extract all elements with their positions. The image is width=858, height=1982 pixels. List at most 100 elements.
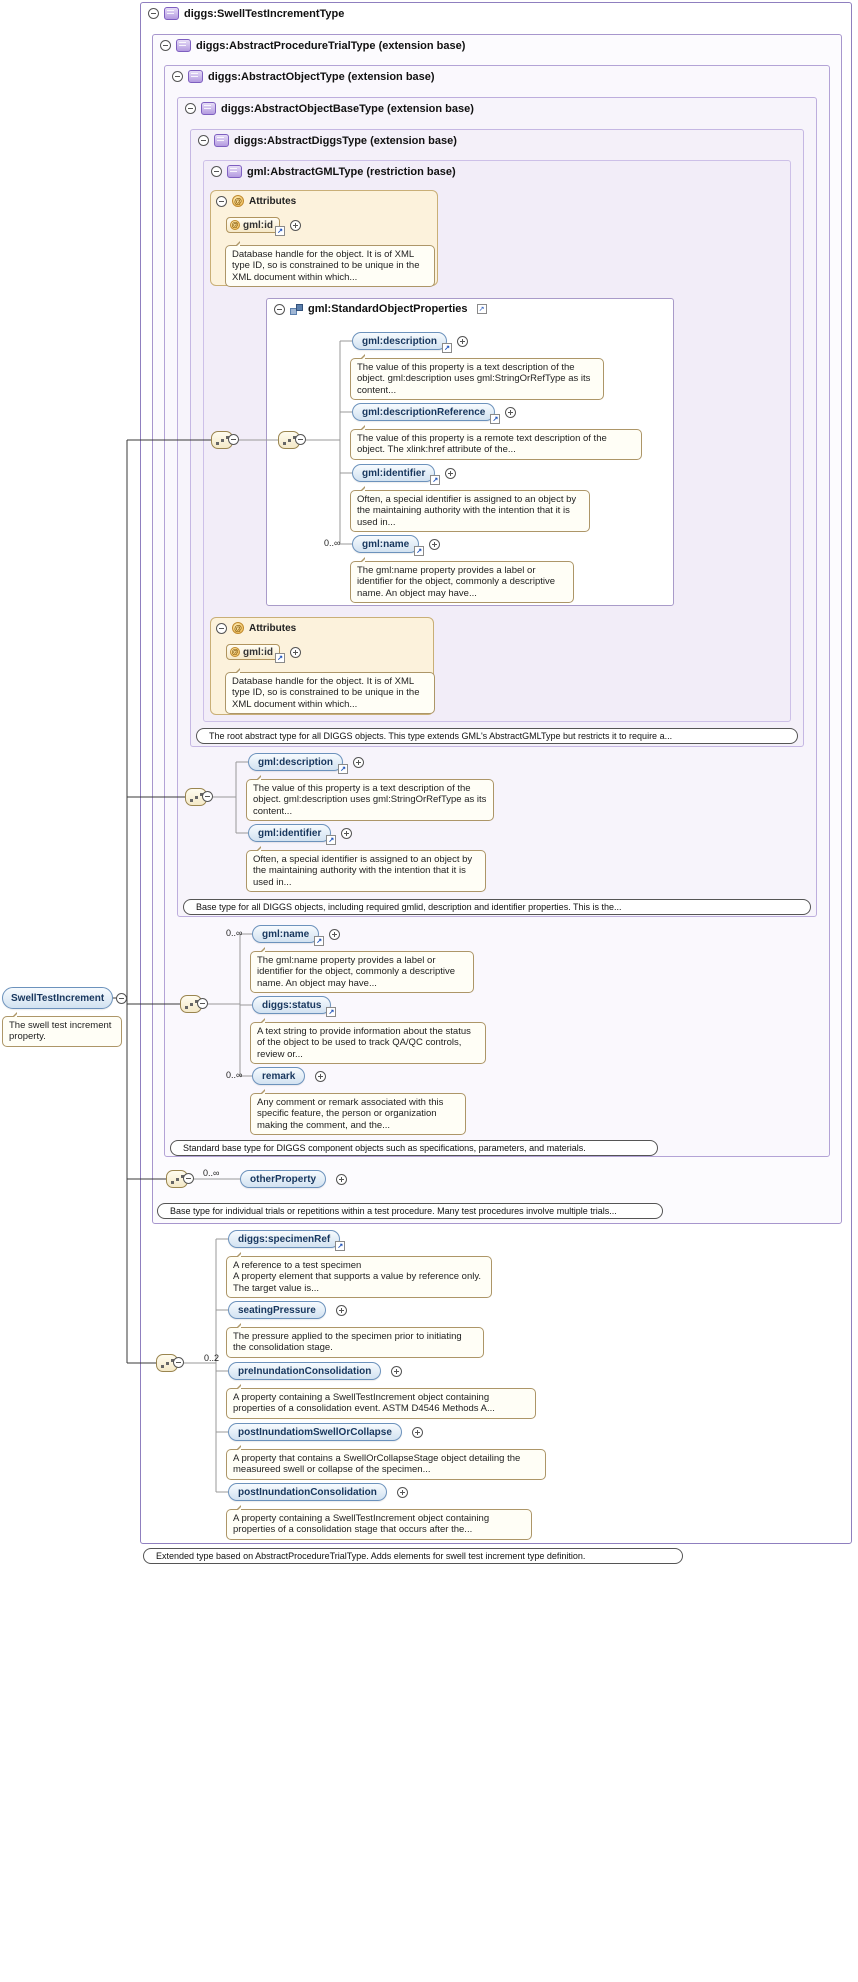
element-row-gml-name: gml:name [352, 535, 441, 556]
attributes-title: Attributes [249, 195, 297, 207]
collapse-icon[interactable] [216, 195, 227, 207]
expand-icon[interactable] [329, 928, 341, 940]
attribute-gml-id[interactable]: gml:id [226, 217, 285, 236]
annotation-abstract-object-type: Standard base type for DIGGS component o… [170, 1140, 658, 1156]
element-label: remark [262, 1070, 296, 1082]
jump-icon[interactable] [430, 475, 441, 485]
element-label: preInundationConsolidation [238, 1365, 372, 1377]
expand-icon[interactable] [391, 1365, 403, 1377]
collapse-icon[interactable] [172, 71, 183, 82]
element-gml-identifier[interactable]: gml:identifier [352, 464, 441, 485]
collapse-icon[interactable] [216, 622, 227, 634]
expand-icon[interactable] [353, 756, 365, 768]
doc-gml-description: The value of this property is a text des… [350, 353, 604, 401]
complextype-icon [188, 70, 203, 83]
jump-icon[interactable] [476, 304, 487, 314]
type-header-abstract-object-base-type: diggs:AbstractObjectBaseType (extension … [178, 98, 481, 119]
element-swell-test-increment[interactable]: SwellTestIncrement [2, 987, 114, 1009]
type-title-gml: gml:AbstractGMLType (restriction base) [247, 165, 456, 178]
expand-icon[interactable] [341, 827, 353, 839]
collapse-icon[interactable] [198, 135, 209, 146]
expand-icon[interactable] [411, 1426, 423, 1438]
doc-diggs-status: A text string to provide information abo… [250, 1017, 486, 1065]
type-title-swell: diggs:SwellTestIncrementType [184, 7, 345, 20]
attribute-gml-id[interactable]: gml:id [226, 644, 285, 663]
group-title-sop: gml:StandardObjectProperties [308, 303, 468, 315]
element-gml-name[interactable]: gml:name [252, 925, 325, 946]
element-post-inundation-consolidation[interactable]: postInundationConsolidation [228, 1483, 387, 1501]
expand-icon[interactable] [290, 219, 301, 231]
at-icon [232, 195, 244, 207]
element-gml-identifier[interactable]: gml:identifier [248, 824, 337, 845]
element-label: seatingPressure [238, 1304, 316, 1316]
expand-icon[interactable] [315, 1070, 327, 1082]
doc-gml-name: The gml:name property provides a label o… [350, 556, 574, 604]
collapse-icon[interactable] [160, 40, 171, 51]
doc-diggs-specimen-ref: A reference to a test specimen A propert… [226, 1251, 492, 1299]
element-row-diggs-status: diggs:status [252, 996, 337, 1017]
jump-icon[interactable] [335, 1241, 346, 1251]
collapse-icon[interactable] [173, 1357, 184, 1368]
element-gml-description[interactable]: gml:description [352, 332, 453, 353]
element-post-inundatiom-swell-or-collapse[interactable]: postInundatiomSwellOrCollapse [228, 1423, 402, 1441]
jump-icon[interactable] [275, 226, 285, 236]
collapse-icon[interactable] [183, 1173, 194, 1184]
element-label: diggs:status [262, 999, 322, 1011]
element-remark[interactable]: remark [252, 1067, 306, 1085]
collapse-icon[interactable] [185, 103, 196, 114]
doc-gml-description: The value of this property is a text des… [246, 774, 494, 822]
expand-icon[interactable] [505, 406, 517, 418]
element-row-diggs-specimen-ref: diggs:specimenRef [228, 1230, 346, 1251]
jump-icon[interactable] [326, 1007, 337, 1017]
type-title-trial: diggs:AbstractProcedureTrialType (extens… [196, 39, 466, 52]
attributes-box-restriction: Attributes gml:id Database handle for th… [210, 617, 435, 715]
collapse-icon[interactable] [274, 303, 285, 315]
annotation-abstract-object-base-type: Base type for all DIGGS objects, includi… [183, 899, 811, 915]
jump-icon[interactable] [338, 764, 349, 774]
doc-line: A reference to a test specimen [233, 1260, 362, 1271]
doc-seating-pressure: The pressure applied to the specimen pri… [226, 1323, 484, 1358]
element-diggs-specimen-ref[interactable]: diggs:specimenRef [228, 1230, 346, 1251]
attribute-label: gml:id [243, 646, 273, 658]
type-header-abstract-object-type: diggs:AbstractObjectType (extension base… [165, 66, 442, 87]
expand-icon[interactable] [290, 646, 301, 658]
complextype-icon [164, 7, 179, 20]
complextype-icon [214, 134, 229, 147]
collapse-icon[interactable] [211, 166, 222, 177]
element-label: otherProperty [250, 1173, 317, 1185]
jump-icon[interactable] [314, 936, 325, 946]
element-pre-inundation-consolidation[interactable]: preInundationConsolidation [228, 1362, 382, 1380]
collapse-icon[interactable] [116, 992, 128, 1004]
element-gml-description[interactable]: gml:description [248, 753, 349, 774]
collapse-icon[interactable] [148, 8, 159, 19]
type-header-swell-test-increment-type: diggs:SwellTestIncrementType [141, 3, 351, 24]
jump-icon[interactable] [414, 546, 425, 556]
type-title-object-base: diggs:AbstractObjectBaseType (extension … [221, 102, 474, 115]
collapse-icon[interactable] [202, 791, 213, 802]
element-diggs-status[interactable]: diggs:status [252, 996, 337, 1017]
expand-icon[interactable] [429, 538, 441, 550]
expand-icon[interactable] [335, 1304, 347, 1316]
expand-icon[interactable] [336, 1173, 348, 1185]
collapse-icon[interactable] [197, 998, 208, 1009]
expand-icon[interactable] [457, 335, 469, 347]
jump-icon[interactable] [490, 414, 501, 424]
jump-icon[interactable] [442, 343, 453, 353]
element-seating-pressure[interactable]: seatingPressure [228, 1301, 326, 1319]
attribute-icon [230, 220, 240, 230]
element-row-gml-identifier: gml:identifier [352, 464, 457, 485]
annotation-abstract-diggs-type: The root abstract type for all DIGGS obj… [196, 728, 798, 744]
element-gml-description-reference[interactable]: gml:descriptionReference [352, 403, 501, 424]
element-other-property[interactable]: otherProperty [240, 1170, 327, 1188]
expand-icon[interactable] [445, 467, 457, 479]
collapse-icon[interactable] [228, 434, 239, 445]
jump-icon[interactable] [326, 835, 337, 845]
expand-icon[interactable] [396, 1486, 408, 1498]
doc-line: A property element that supports a value… [233, 1271, 482, 1294]
element-gml-name[interactable]: gml:name [352, 535, 425, 556]
attribute-row-gml-id: gml:id [226, 644, 301, 663]
collapse-icon[interactable] [295, 434, 306, 445]
jump-icon[interactable] [275, 653, 285, 663]
doc-gml-description-reference: The value of this property is a remote t… [350, 425, 642, 460]
